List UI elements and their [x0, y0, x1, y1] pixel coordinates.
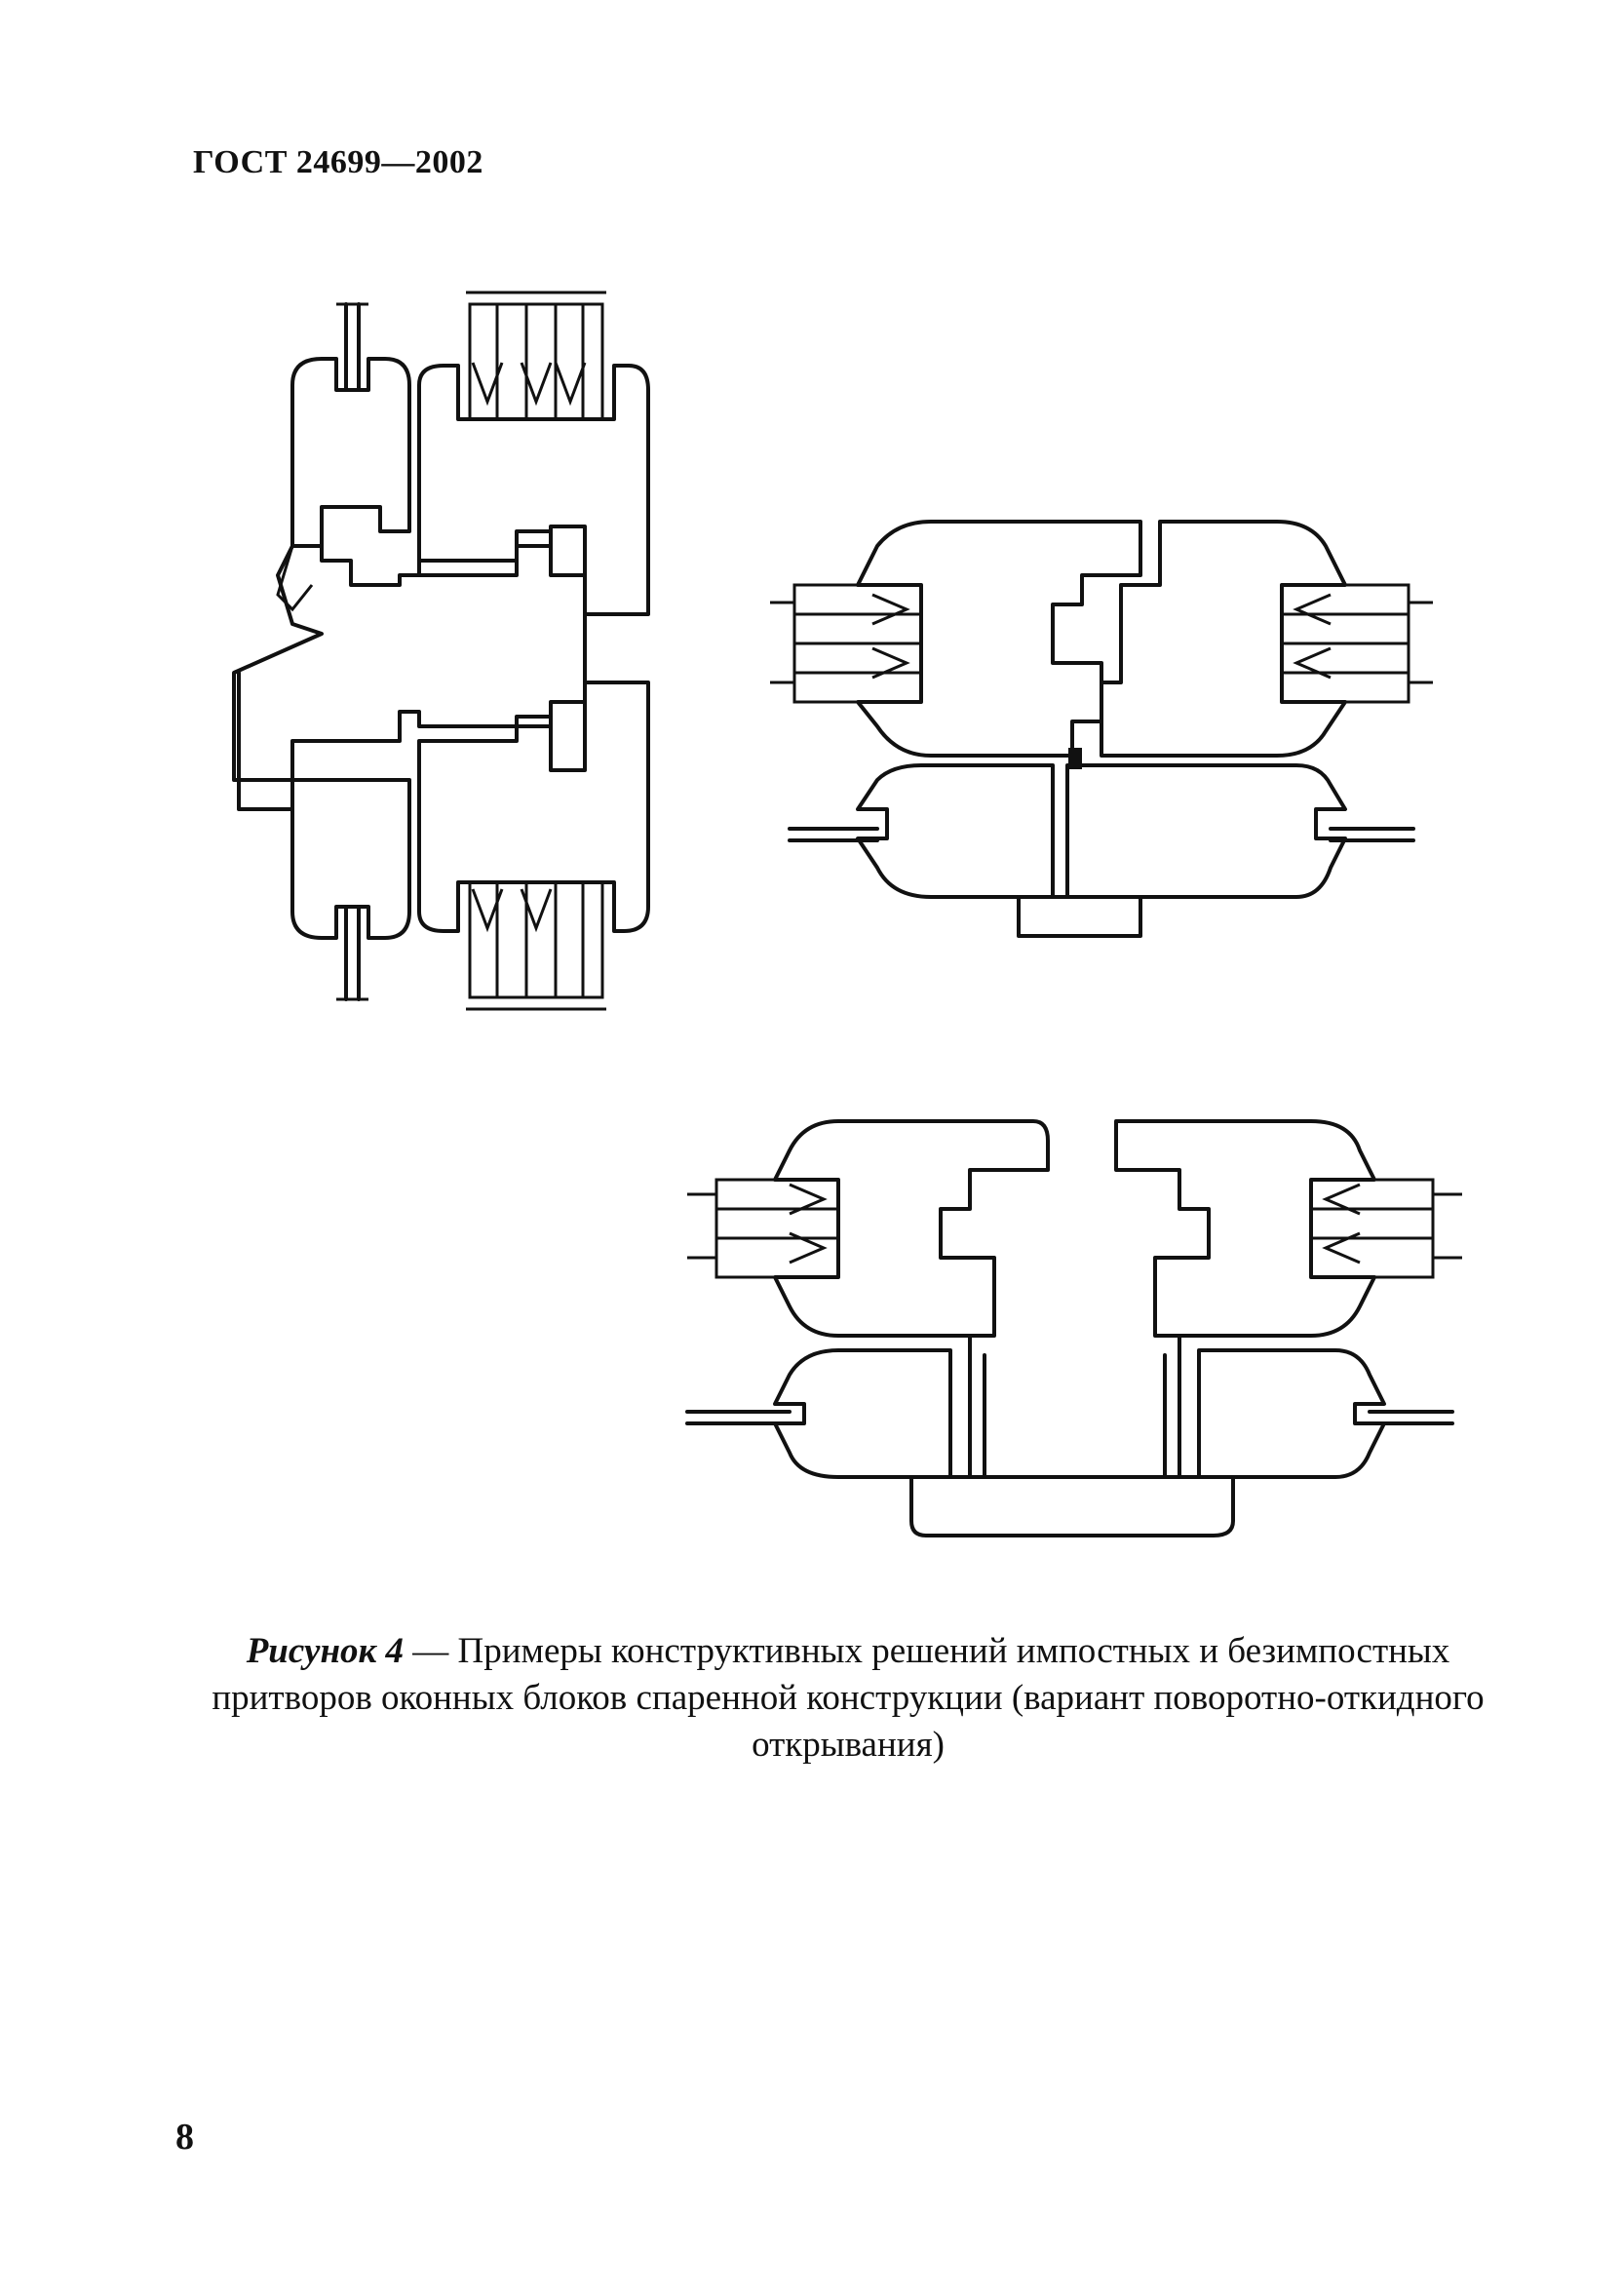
document-header: ГОСТ 24699—2002	[193, 144, 483, 180]
vertical-section-drawing	[232, 291, 650, 1011]
horizontal-section-mullion-drawing	[770, 520, 1433, 938]
figure-caption-text: — Примеры конструктивных решений импостн…	[212, 1631, 1485, 1765]
horizontal-section-mullionless-drawing	[685, 1119, 1462, 1537]
page-number: 8	[175, 2117, 194, 2158]
figure-caption: Рисунок 4 — Примеры конструктивных решен…	[175, 1628, 1521, 1769]
figure-label: Рисунок 4	[246, 1631, 405, 1671]
